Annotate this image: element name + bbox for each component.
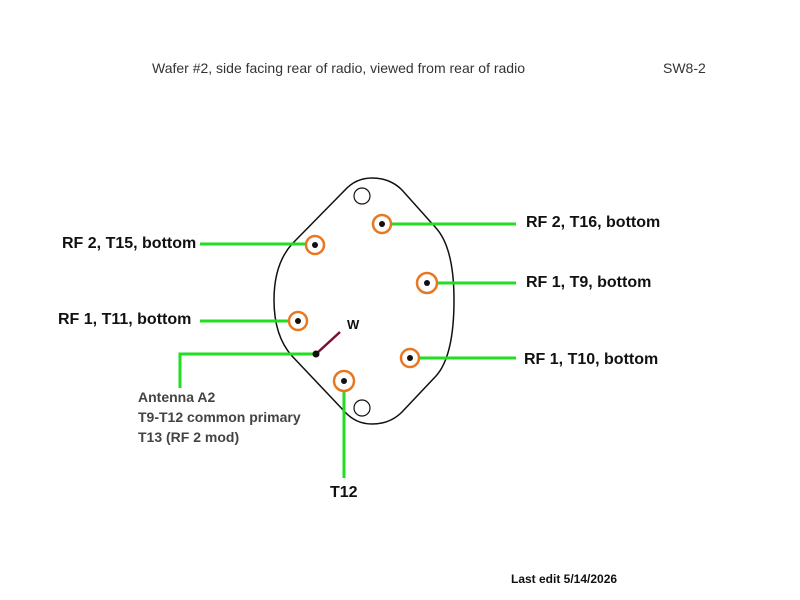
label-rf1-t9: RF 1, T9, bottom	[526, 274, 652, 291]
diagram-code: SW8-2	[663, 60, 706, 76]
terminal-t15[interactable]	[304, 234, 326, 256]
terminal-t9[interactable]	[415, 271, 439, 295]
wiper-pivot	[312, 350, 320, 358]
antenna-note-line-1: Antenna A2	[138, 389, 216, 405]
antenna-note-line-2: T9-T12 common primary	[138, 409, 301, 425]
mounting-hole-bottom	[353, 399, 371, 417]
label-t12: T12	[330, 484, 358, 501]
label-rf2-t16: RF 2, T16, bottom	[526, 214, 661, 231]
label-wiper: W	[347, 317, 360, 332]
label-rf1-t11: RF 1, T11, bottom	[58, 311, 192, 328]
terminal-t12[interactable]	[332, 369, 356, 393]
lead-lines	[178, 222, 516, 478]
antenna-note: Antenna A2 T9-T12 common primary T13 (RF…	[138, 387, 301, 447]
label-rf1-t10: RF 1, T10, bottom	[524, 351, 659, 368]
antenna-note-line-3: T13 (RF 2 mod)	[138, 429, 240, 445]
mounting-hole-top	[353, 187, 371, 205]
lead-antenna	[178, 352, 316, 388]
terminal-t16[interactable]	[371, 213, 393, 235]
last-edit: Last edit 5/14/2026	[511, 572, 618, 586]
page-title: Wafer #2, side facing rear of radio, vie…	[152, 60, 525, 76]
wafer-outline	[273, 177, 455, 425]
terminal-t11[interactable]	[287, 310, 309, 332]
wiper-arm	[315, 331, 341, 355]
terminal-t10[interactable]	[399, 347, 421, 369]
label-rf2-t15: RF 2, T15, bottom	[62, 235, 197, 252]
